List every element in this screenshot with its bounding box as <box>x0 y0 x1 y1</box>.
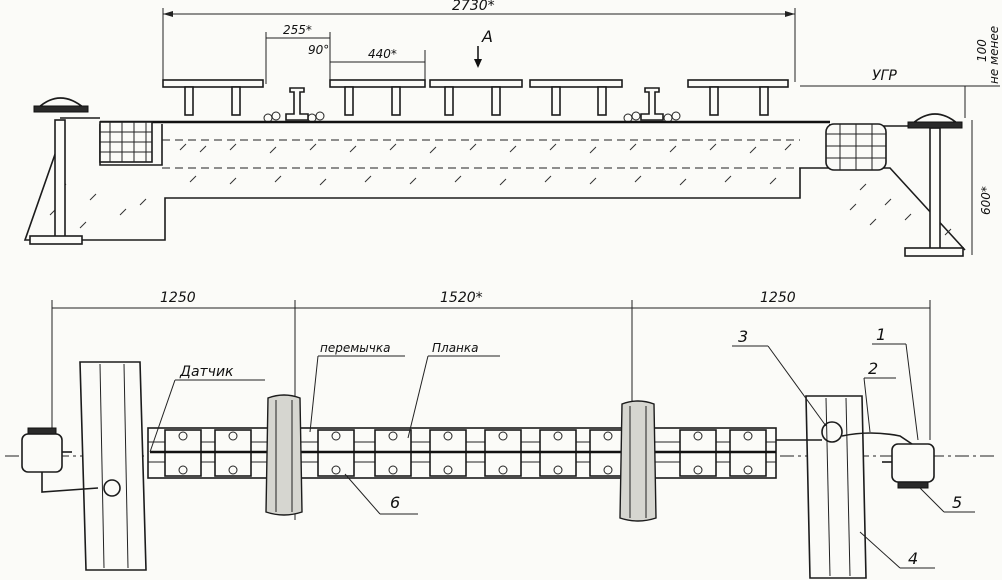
callout-3: 3 <box>732 327 827 427</box>
dimension-overall-label: 2730* <box>452 0 495 14</box>
wood-block-right <box>825 123 887 171</box>
ballast-stones <box>263 111 681 123</box>
rail-plate-strip <box>147 427 777 479</box>
label-sensor-group: Датчик <box>149 364 265 453</box>
callout-4-label: 4 <box>908 549 918 568</box>
dimension-clearance: 100 не менее <box>964 26 1001 118</box>
cable-left <box>103 479 121 497</box>
sleeper-outer-right <box>805 395 867 579</box>
sleeper-outer-left <box>79 361 147 571</box>
plan-dimensions: 1250 1520* 1250 <box>51 290 931 520</box>
dimension-post-height-label: 600* <box>979 186 993 215</box>
elevation-view: 2730* 255* 90° 440* A <box>23 0 1001 257</box>
label-sensor: Датчик <box>179 364 234 380</box>
post-left <box>29 97 89 245</box>
plan-view: 1250 1520* 1250 <box>5 290 995 579</box>
dimension-post-height: 600* <box>971 120 993 255</box>
rail-inner-left <box>265 394 303 516</box>
callout-3-label: 3 <box>738 327 748 346</box>
label-plate-group: Планка <box>407 341 500 439</box>
rail-section-right <box>640 87 664 121</box>
dimension-plan-middle: 1520* <box>440 290 483 306</box>
dimension-clearance-value: 100 <box>975 39 989 62</box>
dimension-angle-label: 90° <box>308 43 329 57</box>
level-label: УГР <box>872 68 897 84</box>
callout-2: 2 <box>863 359 896 433</box>
dimension-clearance-note: не менее <box>987 26 1001 84</box>
callout-4: 4 <box>859 531 935 569</box>
post-right <box>904 113 964 257</box>
callout-1: 1 <box>872 325 919 441</box>
callout-5-label: 5 <box>952 493 962 512</box>
dimension-overall: 2730* <box>162 0 796 82</box>
label-plate: Планка <box>432 341 479 355</box>
fastening-posts <box>184 86 769 116</box>
callout-2-label: 2 <box>868 359 878 378</box>
sensor-box-left <box>21 427 99 493</box>
wood-block-left <box>99 121 153 163</box>
dimension-left-offset-label: 255* <box>283 23 312 37</box>
sensor-box-right <box>882 443 935 489</box>
rail-section-left <box>285 87 309 121</box>
cable-right <box>776 421 913 445</box>
label-jumper-group: перемычка <box>309 341 405 433</box>
callout-6: 6 <box>344 473 418 515</box>
dimension-plan-right: 1250 <box>760 290 796 306</box>
callout-5: 5 <box>919 487 975 513</box>
dimension-spacing-label: 440* <box>368 47 397 61</box>
sleeper-row <box>162 79 789 88</box>
rail-inner-right <box>619 400 657 522</box>
section-mark-label: A <box>481 27 493 46</box>
callout-1-label: 1 <box>876 325 886 344</box>
dimension-plan-left: 1250 <box>160 290 196 306</box>
section-mark-a: A <box>474 27 493 68</box>
dimension-left-offset: 255* 90° <box>265 23 331 84</box>
dimension-spacing: 440* <box>330 47 426 84</box>
callout-6-label: 6 <box>390 493 400 512</box>
ballast-embankment <box>23 124 966 251</box>
level-line-ugr: УГР <box>800 68 1000 87</box>
label-jumper: перемычка <box>320 341 390 355</box>
